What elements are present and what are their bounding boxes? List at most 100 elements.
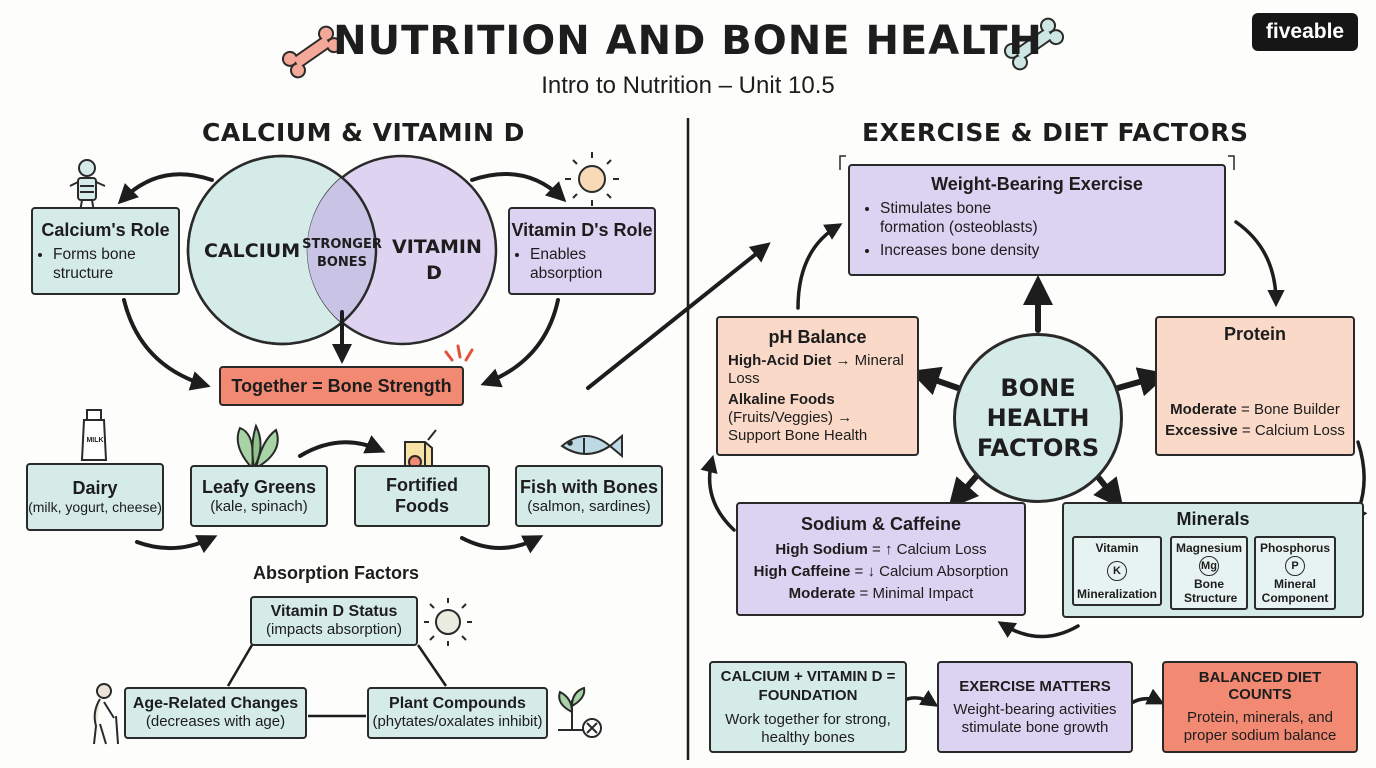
mineral-magnesium-role: Bone Structure bbox=[1184, 577, 1238, 605]
milk-bottle-icon bbox=[80, 409, 108, 461]
absorption-plant-title: Plant Compounds bbox=[389, 695, 526, 712]
ph-high-acid-effect: → Mineral Loss bbox=[728, 352, 904, 387]
emphasis-marks bbox=[444, 344, 474, 362]
absorption-tree-lines bbox=[226, 644, 448, 718]
sodium-row-3-effect: = Minimal Impact bbox=[859, 585, 974, 602]
hub-line-3: FACTORS bbox=[976, 434, 1100, 462]
page-subtitle: Intro to Nutrition – Unit 10.5 bbox=[541, 72, 835, 99]
summary-box-exercise: EXERCISE MATTERS Weight-bearing activiti… bbox=[937, 661, 1133, 753]
arrow-dairy-to-greens bbox=[135, 535, 218, 554]
food-title-fish: Fish with Bones bbox=[519, 476, 658, 497]
skeleton-icon bbox=[69, 159, 106, 213]
summary-box-balanced-diet: BALANCED DIET COUNTS Protein, minerals, … bbox=[1162, 661, 1358, 753]
summary-exercise-sub: Weight-bearing activities stimulate bone… bbox=[953, 700, 1117, 736]
absorption-age-sub: (decreases with age) bbox=[145, 713, 286, 730]
protein-moderate-effect: = Bone Builder bbox=[1241, 401, 1340, 418]
sodium-row-3-label: Moderate bbox=[788, 585, 856, 602]
calcium-role-box: Calcium's Role Forms bone structure bbox=[31, 207, 180, 295]
food-box-dairy: Dairy (milk, yogurt, cheese) bbox=[26, 463, 164, 531]
mineral-magnesium-name: Magnesium bbox=[1175, 541, 1242, 555]
sun-icon-top bbox=[565, 152, 619, 206]
absorption-age-box: Age-Related Changes (decreases with age) bbox=[124, 687, 307, 739]
summary-balanced-title: BALANCED DIET COUNTS bbox=[1198, 669, 1322, 703]
arrow-minerals-to-sodium bbox=[997, 621, 1080, 639]
vitamin-d-role-title: Vitamin D's Role bbox=[511, 219, 653, 240]
sodium-row-2-effect: = ↓ Calcium Absorption bbox=[854, 563, 1009, 580]
mineral-vitamin-k: Vitamin K Mineralization bbox=[1072, 536, 1162, 606]
mineral-vitamin-k-name: Vitamin bbox=[1095, 541, 1139, 555]
food-box-fortified: Fortified Foods bbox=[354, 465, 490, 527]
fish-icon bbox=[560, 433, 623, 459]
weight-bearing-title: Weight-Bearing Exercise bbox=[931, 174, 1143, 194]
venn-overlap bbox=[307, 177, 377, 323]
arrow-venn-to-vitamin-d bbox=[470, 172, 567, 203]
fiveable-logo[interactable]: fiveable bbox=[1252, 13, 1358, 51]
weight-bearing-bullet-2: Increases bone density bbox=[880, 241, 1060, 260]
food-sub-dairy: (milk, yogurt, cheese) bbox=[28, 499, 162, 515]
arrow-venn-to-calcium bbox=[117, 172, 214, 205]
together-box: Together = Bone Strength bbox=[219, 366, 464, 406]
arrow-left-to-right bbox=[586, 242, 771, 390]
ph-balance-title: pH Balance bbox=[768, 327, 867, 347]
sun-icon-absorption bbox=[424, 598, 472, 646]
arrow-sodium-to-ph bbox=[700, 454, 736, 532]
ph-alkaline-effect: (Fruits/Veggies) → Support Bone Health bbox=[728, 409, 868, 444]
summary-balanced-sub: Protein, minerals, and proper sodium bal… bbox=[1183, 709, 1337, 744]
arrow-greens-to-fortified bbox=[298, 435, 386, 458]
absorption-plant-box: Plant Compounds (phytates/oxalates inhib… bbox=[367, 687, 548, 739]
arrow-fortified-to-fish bbox=[460, 535, 544, 554]
hub-arrow-right bbox=[1115, 367, 1169, 397]
weight-bearing-box: Weight-Bearing Exercise Stimulates bone … bbox=[848, 164, 1226, 276]
protein-box: Protein Moderate = Bone Builder Excessiv… bbox=[1155, 316, 1355, 456]
absorption-age-title: Age-Related Changes bbox=[132, 695, 299, 712]
summary-box-foundation: CALCIUM + VITAMIN D = FOUNDATION Work to… bbox=[709, 661, 907, 753]
arrow-exercise-to-protein bbox=[1234, 220, 1285, 308]
page-title: NUTRITION AND BONE HEALTH bbox=[333, 18, 1043, 64]
food-title-dairy: Dairy bbox=[72, 478, 118, 498]
arrow-ph-to-exercise bbox=[796, 223, 843, 310]
summary-foundation-sub: Work together for strong, healthy bones bbox=[725, 711, 891, 746]
venn-label-overlap: STRONGER BONES bbox=[302, 237, 382, 270]
protein-title: Protein bbox=[1223, 324, 1286, 344]
elderly-person-icon bbox=[93, 683, 119, 745]
food-box-leafy-greens: Leafy Greens (kale, spinach) bbox=[190, 465, 328, 527]
food-title-leafy-greens: Leafy Greens bbox=[201, 476, 317, 497]
milk-label: MILK bbox=[86, 437, 104, 444]
phosphorus-symbol-icon: P bbox=[1285, 556, 1305, 576]
arrow-vitamin-d-to-together bbox=[480, 298, 560, 388]
protein-excessive-label: Excessive bbox=[1165, 422, 1238, 439]
venn-diagram bbox=[186, 154, 498, 346]
absorption-vitamin-d-title: Vitamin D Status bbox=[270, 603, 398, 620]
hub-line-1: BONE bbox=[1000, 374, 1076, 402]
magnesium-symbol-icon: Mg bbox=[1199, 556, 1219, 576]
bone-icon-left bbox=[281, 25, 343, 79]
together-label: Together = Bone Strength bbox=[231, 375, 452, 396]
leafy-greens-icon bbox=[236, 423, 279, 472]
mineral-vitamin-k-role: Mineralization bbox=[1076, 587, 1157, 601]
mineral-phosphorus-role: Mineral Component bbox=[1261, 577, 1329, 605]
weight-bearing-brackets bbox=[839, 155, 1235, 170]
ph-balance-box: pH Balance High-Acid Diet → Mineral Loss… bbox=[716, 316, 919, 456]
venn-label-calcium: CALCIUM bbox=[204, 240, 301, 262]
plant-inhibit-icon bbox=[558, 686, 602, 738]
summary-exercise-title: EXERCISE MATTERS bbox=[959, 677, 1111, 695]
arrow-calcium-to-together bbox=[122, 298, 211, 391]
hub-arrow-down-left bbox=[948, 469, 983, 509]
absorption-vitamin-d-sub: (impacts absorption) bbox=[266, 621, 402, 638]
mineral-phosphorus-name: Phosphorus bbox=[1259, 541, 1330, 555]
absorption-plant-sub: (phytates/oxalates inhibit) bbox=[372, 713, 543, 730]
protein-moderate-label: Moderate bbox=[1170, 401, 1237, 418]
mineral-magnesium: Magnesium Mg Bone Structure bbox=[1170, 536, 1248, 610]
sodium-caffeine-title: Sodium & Caffeine bbox=[800, 514, 961, 534]
sodium-caffeine-box: Sodium & Caffeine High Sodium = ↑ Calciu… bbox=[736, 502, 1026, 616]
sodium-row-1-effect: = ↑ Calcium Loss bbox=[872, 541, 987, 558]
minerals-title: Minerals bbox=[1176, 509, 1250, 529]
vitamin-k-symbol-icon: K bbox=[1107, 561, 1127, 581]
ph-high-acid-label: High-Acid Diet bbox=[728, 352, 832, 369]
section-title-exercise-diet: EXERCISE & DIET FACTORS bbox=[862, 118, 1249, 147]
calcium-role-title: Calcium's Role bbox=[41, 219, 170, 240]
weight-bearing-bullet-1: Stimulates bone formation (osteoblasts) bbox=[880, 199, 1060, 237]
summary-foundation-title: CALCIUM + VITAMIN D = FOUNDATION bbox=[720, 668, 896, 704]
food-sub-fish: (salmon, sardines) bbox=[527, 497, 651, 515]
